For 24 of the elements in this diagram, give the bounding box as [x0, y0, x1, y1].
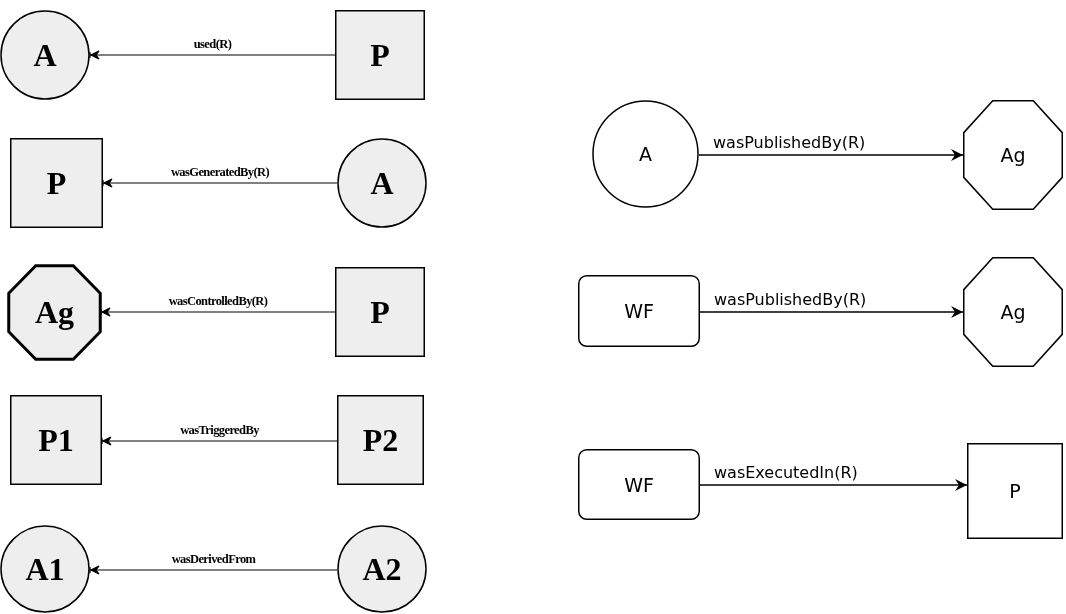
node-label: P — [370, 293, 390, 331]
node-label: P — [1009, 480, 1021, 502]
node-label: Ag — [34, 294, 75, 331]
node-label: P2 — [362, 421, 399, 459]
node-label: WF — [624, 473, 654, 496]
arrow — [698, 149, 964, 161]
edge-label: wasExecutedIn(R) — [712, 464, 860, 482]
edge-label: wasGeneratedBy(R) — [168, 166, 272, 180]
node-label: P1 — [38, 421, 74, 459]
node-label: P — [370, 36, 390, 74]
node-label: A — [370, 164, 394, 202]
edge-label: used(R) — [191, 38, 234, 52]
node-label: Ag — [1000, 144, 1026, 166]
node-label: P — [46, 164, 67, 202]
node-label: WF — [624, 300, 654, 322]
node-label: A2 — [362, 550, 402, 588]
node-label: A1 — [25, 550, 65, 588]
node-label: A — [33, 36, 57, 74]
arrow — [699, 306, 964, 318]
edge-label: wasTriggeredBy — [178, 424, 261, 438]
edge-label: wasControlledBy(R) — [166, 295, 270, 309]
arrow — [699, 479, 968, 491]
node-label: Ag — [1000, 301, 1026, 323]
node-label: A — [639, 143, 652, 165]
